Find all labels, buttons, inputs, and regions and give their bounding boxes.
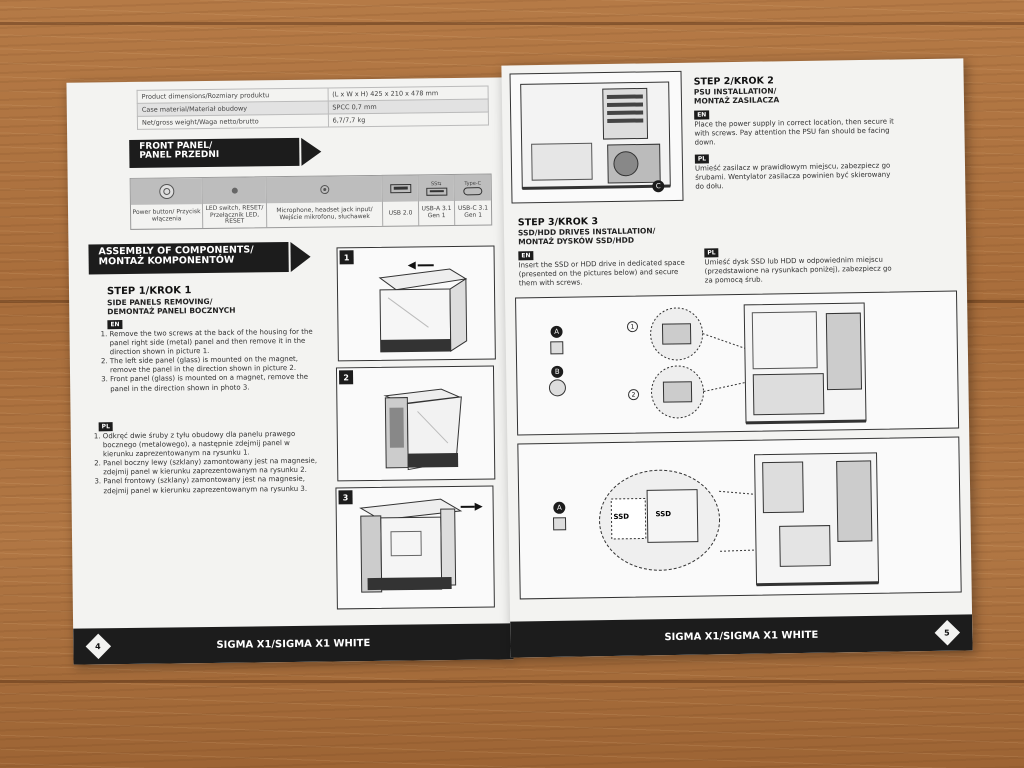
language-badge-pl: PL xyxy=(694,154,710,164)
language-badge-pl: PL xyxy=(704,248,719,258)
figure-2: 2 xyxy=(335,365,496,482)
screw-a-label: A xyxy=(556,503,562,512)
page-number: 5 xyxy=(934,620,961,646)
front-panel-item: USB 2.0 xyxy=(382,175,420,226)
front-panel-item-label: USB-C 3.1 Gen 1 xyxy=(457,204,489,219)
audio-jack-icon xyxy=(319,185,329,195)
front-panel-item: Power button/ Przycisk włączenia xyxy=(130,178,204,229)
callout-2: 2 xyxy=(631,391,636,399)
step3-subtitle: SSD/HDD DRIVES INSTALLATION/ MONTAŻ DYSK… xyxy=(518,226,656,247)
chevron-arrow-icon xyxy=(290,241,311,272)
assembly-title-pl: MONTAŻ KOMPONENTÓW xyxy=(98,254,235,268)
page-number: 4 xyxy=(85,633,112,660)
ssd-label: SSD xyxy=(613,512,630,521)
spec-table: Product dimensions/Rozmiary produktu(L x… xyxy=(137,86,489,130)
screw-b-label: B xyxy=(554,367,560,376)
front-panel-item-label: LED switch, RESET/ Przełącznik LED, RESE… xyxy=(205,204,264,226)
spec-label: Net/gross weight/Waga netto/brutto xyxy=(137,114,329,130)
usb-c-port-icon xyxy=(463,186,483,195)
manual-page-left: Product dimensions/Rozmiary produktu(L x… xyxy=(66,77,514,665)
step2-subtitle-pl: MONTAŻ ZASILACZA xyxy=(693,94,780,106)
step3-instructions-en: Insert the SSD or HDD drive in dedicated… xyxy=(518,258,685,288)
screw-c-label: C xyxy=(652,180,665,193)
wood-plank-seam xyxy=(0,680,1024,683)
screw-a-label: A xyxy=(554,327,560,336)
step3-subtitle-pl: MONTAŻ DYSKÓW SSD/HDD xyxy=(518,235,635,247)
front-panel-item-label: USB 2.0 xyxy=(388,209,413,217)
step2-instructions-pl: Umieść zasilacz w prawidłowym miejscu, z… xyxy=(694,161,891,191)
front-panel-item-label: USB-A 3.1 Gen 1 xyxy=(421,205,452,220)
led-button-icon xyxy=(231,187,238,194)
figure-1: 1 xyxy=(336,245,496,362)
front-panel-title-pl: PANEL PRZEDNI xyxy=(139,150,220,162)
callout-1: 1 xyxy=(630,323,635,331)
step1-instructions-en: Remove the two screws at the back of the… xyxy=(99,328,320,394)
wood-plank-seam xyxy=(0,22,1024,25)
spec-value: 6,7/7,7 kg xyxy=(327,112,489,128)
language-badge-en: EN xyxy=(107,320,123,330)
page-footer: 4 SIGMA X1/SIGMA X1 WHITE xyxy=(73,623,514,665)
step1-title: STEP 1/KROK 1 xyxy=(106,285,192,298)
footer-title: SIGMA X1/SIGMA X1 WHITE xyxy=(664,629,819,643)
footer-title: SIGMA X1/SIGMA X1 WHITE xyxy=(216,637,371,651)
power-button-icon xyxy=(158,183,174,199)
usb-port-icon xyxy=(389,184,411,194)
front-panel-item: Type-C USB-C 3.1 Gen 1 xyxy=(454,174,492,225)
manual-page-right: C STEP 2/KROK 2 PSU INSTALLATION/ MONTAŻ… xyxy=(501,58,973,658)
language-badge-pl: PL xyxy=(98,422,113,432)
chevron-arrow-icon xyxy=(301,137,322,166)
drive-cage-illustration xyxy=(548,302,867,425)
front-panel-item-label: Microphone, headset jack input/ Wejście … xyxy=(276,206,373,222)
language-badge-en: EN xyxy=(694,110,710,120)
step2-subtitle: PSU INSTALLATION/ MONTAŻ ZASILACZA xyxy=(693,86,780,106)
ssd-figure-bottom: A SSD SSD xyxy=(517,436,962,600)
front-panel-item: LED switch, RESET/ Przełącznik LED, RESE… xyxy=(202,177,268,229)
assembly-banner: ASSEMBLY OF COMPONENTS/ MONTAŻ KOMPONENT… xyxy=(88,241,311,275)
pc-case-rear-illustration xyxy=(520,81,671,190)
step1-subtitle: SIDE PANELS REMOVING/ DEMONTAŻ PANELI BO… xyxy=(107,297,236,317)
pc-case-illustration xyxy=(359,498,483,593)
figure-number: 3 xyxy=(338,490,353,505)
list-item: Remove the two screws at the back of the… xyxy=(109,328,319,358)
page-footer: SIGMA X1/SIGMA X1 WHITE 5 xyxy=(510,614,973,658)
ssd-label: SSD xyxy=(655,510,672,519)
list-item: Panel frontowy (szklany) zamontowany jes… xyxy=(103,475,319,496)
psu-figure: C xyxy=(509,70,684,204)
step3-instructions-pl: Umieść dysk SSD lub HDD w odpowiednim mi… xyxy=(704,255,892,285)
figure-3: 3 xyxy=(335,485,495,610)
step2-instructions-en: Place the power supply in correct locati… xyxy=(694,117,894,147)
front-panel-item-label: Power button/ Przycisk włączenia xyxy=(132,208,201,223)
list-item: Odkręć dwie śruby z tyłu obudowy dla pan… xyxy=(103,430,319,460)
usb-a-port-icon xyxy=(425,187,447,196)
step1-instructions-pl: Odkręć dwie śruby z tyłu obudowy dla pan… xyxy=(93,430,320,496)
front-panel-banner: FRONT PANEL/ PANEL PRZEDNI xyxy=(129,137,322,168)
front-panel-diagram: Power button/ Przycisk włączenia LED swi… xyxy=(129,173,493,230)
figure-number: 1 xyxy=(339,250,354,265)
pc-case-illustration xyxy=(378,261,468,353)
pc-case-illustration xyxy=(383,388,462,471)
ssd-install-illustration xyxy=(552,452,880,587)
step1-subtitle-pl: DEMONTAŻ PANELI BOCZNYCH xyxy=(107,305,236,316)
list-item: Front panel (glass) is mounted on a magn… xyxy=(110,373,320,394)
hdd-figure-top: A B 1 2 xyxy=(515,290,960,436)
front-panel-item: SS⇆ USB-A 3.1 Gen 1 xyxy=(418,174,456,226)
front-panel-item: Microphone, headset jack input/ Wejście … xyxy=(266,175,384,228)
language-badge-en: EN xyxy=(518,251,534,261)
figure-number: 2 xyxy=(338,370,354,385)
